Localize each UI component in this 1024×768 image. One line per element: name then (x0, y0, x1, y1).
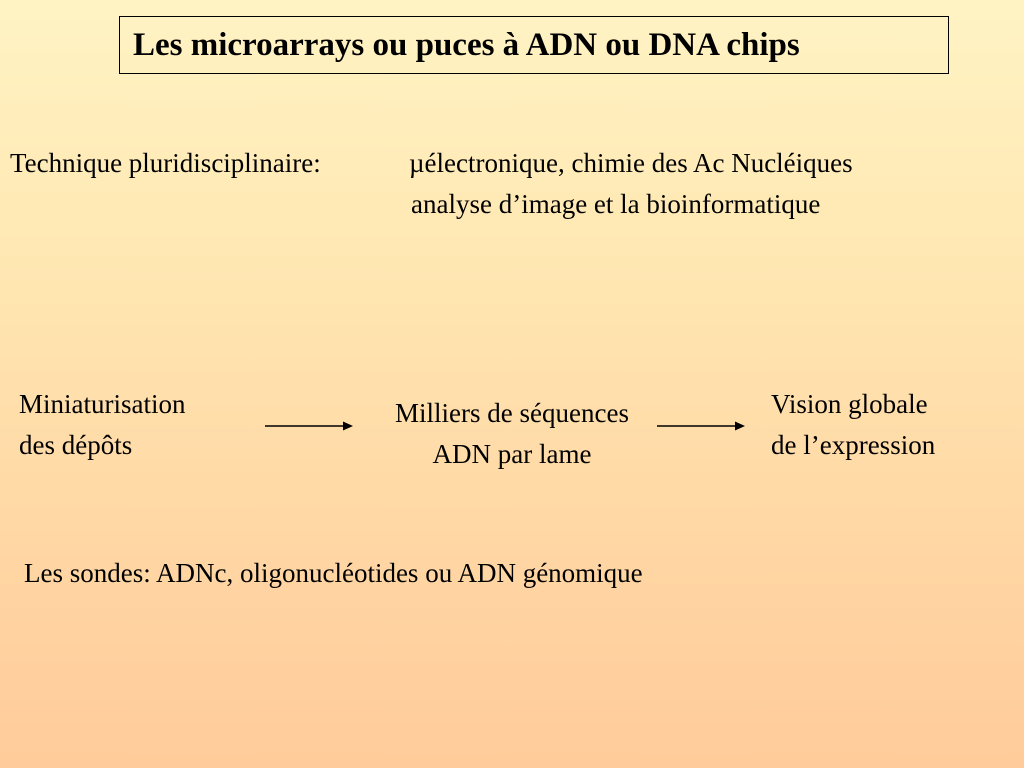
arrow-right-icon (657, 420, 745, 432)
sondes-text: Les sondes: ADNc, oligonucléotides ou AD… (24, 558, 643, 588)
arrow-right-icon (265, 420, 353, 432)
flow-left-line-1: Miniaturisation (19, 389, 186, 419)
title-box: Les microarrays ou puces à ADN ou DNA ch… (119, 16, 949, 74)
flow-middle-line-2: ADN par lame (432, 438, 592, 469)
technique-label: Technique pluridisciplinaire: (10, 148, 321, 178)
flow-middle-line-1: Milliers de séquences (395, 398, 629, 428)
technique-line-1: µélectronique, chimie des Ac Nucléiques (409, 148, 853, 178)
flow-left-text: Miniaturisation des dépôts (19, 384, 185, 465)
flow-left-line-2: des dépôts (19, 429, 133, 460)
flow-right-text: Vision globale de l’expression (771, 384, 935, 465)
flow-right-line-2: de l’expression (771, 429, 936, 460)
flow-middle-text: Milliers de séquences ADN par lame (363, 393, 661, 474)
slide-title: Les microarrays ou puces à ADN ou DNA ch… (133, 26, 800, 63)
flow-right-line-1: Vision globale (771, 389, 928, 419)
technique-line-2: analyse d’image et la bioinformatique (411, 189, 821, 219)
